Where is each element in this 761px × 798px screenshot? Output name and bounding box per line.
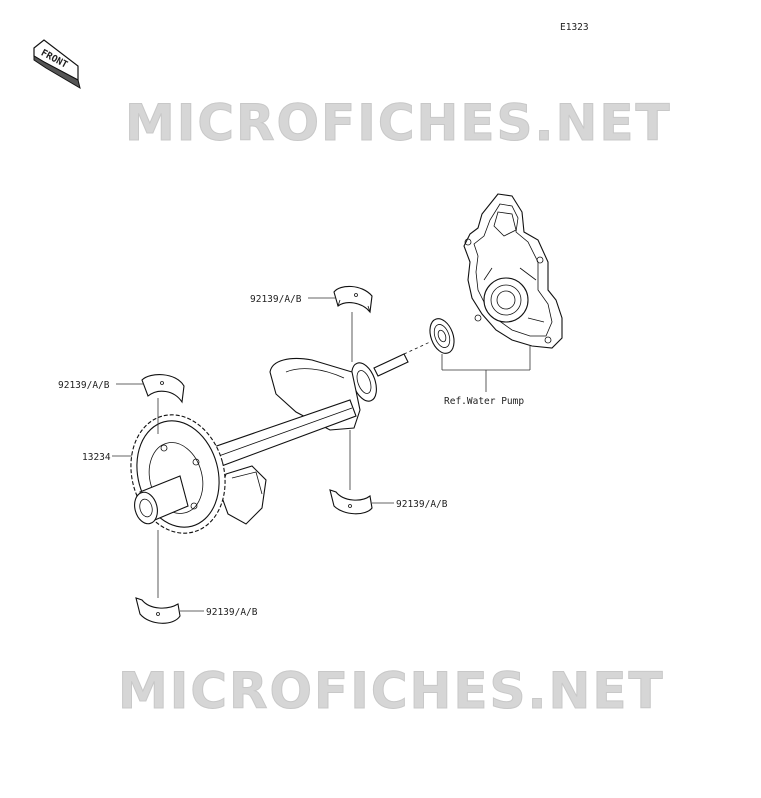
bearing-shell-left-upper: [141, 374, 185, 404]
callout-bearing-left-upper: 92139/A/B: [58, 380, 110, 391]
balancer-gear: [130, 414, 226, 534]
oil-seal: [429, 318, 455, 354]
diagram-code: E1323: [560, 22, 589, 33]
bearing-shell-top-center: [333, 285, 373, 314]
ref-water-pump-label: Ref.Water Pump: [444, 396, 524, 407]
bearing-shell-bottom-left: [135, 597, 181, 624]
front-arrow-icon: FRONT: [33, 39, 81, 90]
callout-bearing-right-lower: 92139/A/B: [396, 499, 448, 510]
water-pump-cover: [463, 193, 563, 349]
watermark-top: MICROFICHES.NET: [125, 94, 672, 152]
ref-water-pump-callout: Ref.Water Pump: [441, 346, 531, 407]
callout-gear: 13234: [82, 452, 111, 463]
callout-bearing-bottom-left: 92139/A/B: [206, 607, 258, 618]
leader-lines: [112, 297, 394, 612]
bearing-shell-right-lower: [329, 489, 373, 515]
watermark-bottom: MICROFICHES.NET: [118, 662, 665, 720]
callout-bearing-top-center: 92139/A/B: [250, 294, 302, 305]
